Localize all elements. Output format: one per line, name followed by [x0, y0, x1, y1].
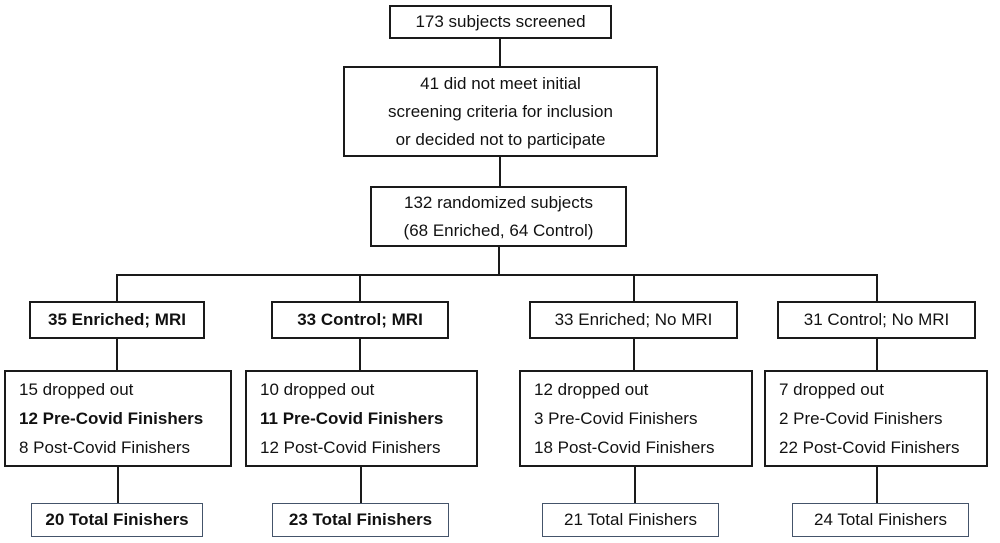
- connector-drop-branch-1: [116, 276, 118, 301]
- branch-1-header-text: 35 Enriched; MRI: [48, 310, 186, 329]
- connector-header-detail-1: [116, 339, 118, 370]
- branch-2-total-box: 23 Total Finishers: [272, 503, 449, 537]
- branch-4-pre-covid-text: 2 Pre-Covid Finishers: [779, 409, 943, 428]
- connector-screened-excluded: [499, 39, 501, 66]
- branch-3-dropped-text: 12 dropped out: [534, 380, 649, 399]
- excluded-text-line-2: screening criteria for inclusion: [388, 101, 613, 121]
- branch-1-detail-box: 15 dropped out 12 Pre-Covid Finishers 8 …: [4, 370, 232, 467]
- branch-2-pre-covid-text: 11 Pre-Covid Finishers: [260, 409, 444, 428]
- branch-2-post-covid-text: 12 Post-Covid Finishers: [260, 438, 441, 457]
- branch-2-header-text: 33 Control; MRI: [297, 310, 423, 329]
- randomized-text-line-1: 132 randomized subjects: [403, 192, 593, 212]
- branch-4-header-text: 31 Control; No MRI: [803, 310, 950, 329]
- branch-3-detail-box: 12 dropped out 3 Pre-Covid Finishers 18 …: [519, 370, 753, 467]
- branch-2-detail-box: 10 dropped out 11 Pre-Covid Finishers 12…: [245, 370, 478, 467]
- branch-3-post-covid-text: 18 Post-Covid Finishers: [534, 438, 715, 457]
- branch-2-dropped-text: 10 dropped out: [260, 380, 375, 399]
- connector-detail-total-4: [876, 467, 878, 503]
- branch-1-total-box: 20 Total Finishers: [31, 503, 203, 537]
- excluded-text-line-3: or decided not to participate: [395, 129, 606, 149]
- branch-4-total-text: 24 Total Finishers: [814, 510, 947, 529]
- branch-3-header-box: 33 Enriched; No MRI: [529, 301, 738, 339]
- branch-1-post-covid-text: 8 Post-Covid Finishers: [19, 438, 191, 457]
- branch-4-total-box: 24 Total Finishers: [792, 503, 969, 537]
- connector-header-detail-3: [633, 339, 635, 370]
- randomized-box: 132 randomized subjects (68 Enriched, 64…: [370, 186, 627, 247]
- branch-1-pre-covid-text: 12 Pre-Covid Finishers: [19, 409, 204, 428]
- branch-4-post-covid-text: 22 Post-Covid Finishers: [779, 438, 960, 457]
- connector-detail-total-3: [634, 467, 636, 503]
- branch-4-header-box: 31 Control; No MRI: [777, 301, 976, 339]
- connector-drop-branch-2: [359, 276, 361, 301]
- branch-1-dropped-text: 15 dropped out: [19, 380, 134, 399]
- connector-branch-bar: [116, 274, 878, 276]
- connector-excluded-randomized: [499, 157, 501, 186]
- connector-header-detail-4: [876, 339, 878, 370]
- screened-box: 173 subjects screened: [389, 5, 612, 39]
- connector-detail-total-2: [360, 467, 362, 503]
- connector-detail-total-1: [117, 467, 119, 503]
- branch-1-total-text: 20 Total Finishers: [45, 510, 189, 529]
- branch-3-pre-covid-text: 3 Pre-Covid Finishers: [534, 409, 698, 428]
- randomized-text-line-2: (68 Enriched, 64 Control): [403, 220, 594, 240]
- branch-4-dropped-text: 7 dropped out: [779, 380, 884, 399]
- branch-4-detail-box: 7 dropped out 2 Pre-Covid Finishers 22 P…: [764, 370, 988, 467]
- excluded-box: 41 did not meet initial screening criter…: [343, 66, 658, 157]
- branch-3-total-text: 21 Total Finishers: [564, 510, 697, 529]
- branch-3-total-box: 21 Total Finishers: [542, 503, 719, 537]
- branch-1-header-box: 35 Enriched; MRI: [29, 301, 205, 339]
- connector-drop-branch-4: [876, 276, 878, 301]
- branch-2-total-text: 23 Total Finishers: [288, 510, 433, 529]
- excluded-text-line-1: 41 did not meet initial: [420, 73, 581, 93]
- branch-2-header-box: 33 Control; MRI: [271, 301, 449, 339]
- screened-text: 173 subjects screened: [415, 12, 586, 31]
- connector-randomized-split: [498, 247, 500, 274]
- branch-3-header-text: 33 Enriched; No MRI: [554, 310, 713, 329]
- connector-drop-branch-3: [633, 276, 635, 301]
- connector-header-detail-2: [359, 339, 361, 370]
